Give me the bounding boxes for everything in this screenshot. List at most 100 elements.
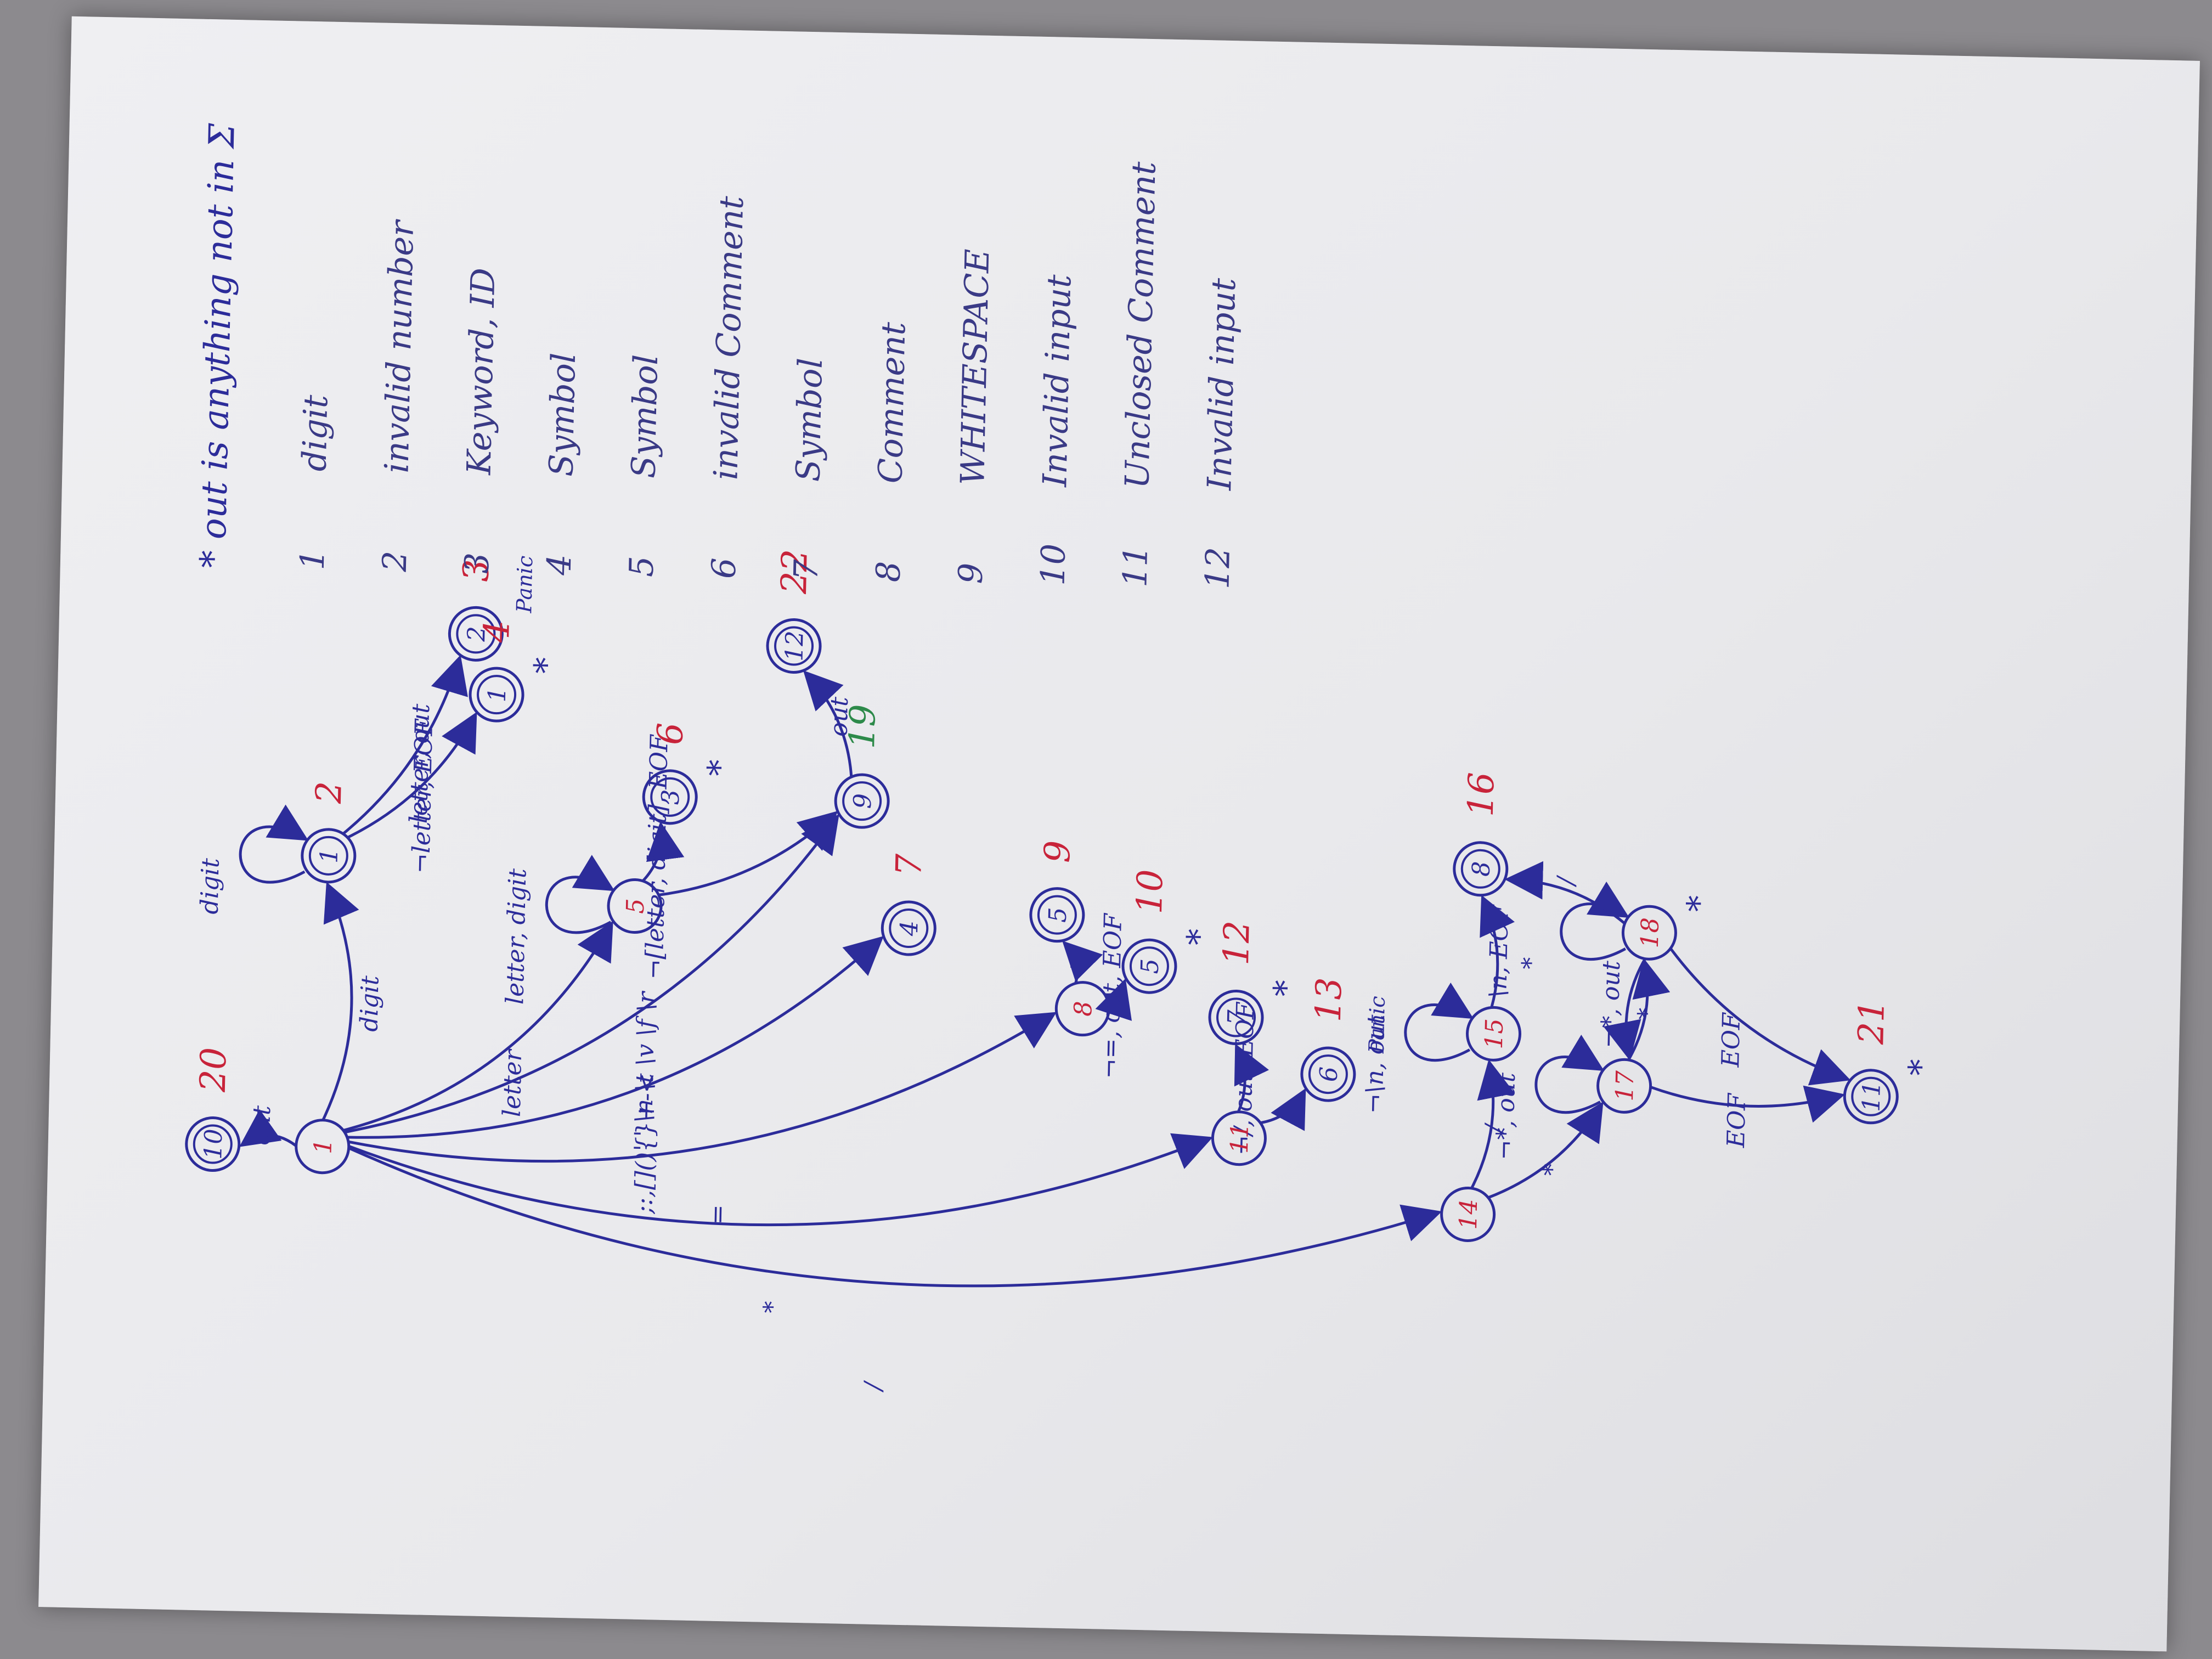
state-s8: 8	[1054, 981, 1110, 1037]
state-label: 2	[462, 626, 491, 642]
transition-label: =	[703, 1204, 732, 1225]
legend-text: Symbol	[624, 354, 665, 478]
transition-s5-s5: letter, digit	[501, 855, 615, 1005]
transition-s17-s21: EOF	[1650, 1085, 1846, 1149]
state-circle	[1300, 1046, 1356, 1102]
legend-number: 6	[705, 557, 744, 579]
state-label: 15	[1480, 1018, 1509, 1049]
state-label: 6	[1315, 1066, 1344, 1082]
state-s5: 5	[607, 878, 663, 934]
state-circle	[1208, 990, 1264, 1046]
state-label: 5	[1044, 907, 1073, 923]
legend-text: Keyword, ID	[460, 268, 503, 476]
accept-ring	[842, 781, 882, 821]
transition-s2-s4: ¬letter, EOF	[347, 712, 477, 874]
legend-text: invalid number	[377, 218, 421, 473]
legend-number: 12	[1198, 547, 1238, 590]
state-circle	[448, 606, 504, 662]
accept-ring	[456, 614, 496, 654]
transition-label: \n, EOF	[1484, 904, 1514, 998]
transition-s2-s3: letter, out	[342, 654, 468, 835]
legend-text: invalid Comment	[707, 195, 751, 481]
accept-ring	[308, 836, 348, 876]
transition-s17-s18: *	[1627, 958, 1671, 1061]
transition-label: out	[247, 1105, 276, 1146]
transition-s1-s5: letter	[343, 921, 613, 1132]
legend-panel: * out is anything not in Σ 1digit2invali…	[193, 123, 1243, 590]
state-label: 17	[1611, 1070, 1639, 1102]
legend-row: 3 Keyword, ID	[458, 268, 503, 574]
state-s10: 5 10 *	[1121, 869, 1219, 994]
transition-label: *	[1517, 957, 1545, 969]
legend-text: Symbol	[542, 352, 583, 477]
retract-star: *	[1267, 980, 1306, 997]
state-number: 6	[650, 722, 691, 745]
state-s2: 12	[301, 781, 357, 884]
state-s4: 14*	[469, 620, 566, 723]
transition-s11-s12: ¬/, out, EOF	[1228, 1001, 1269, 1156]
legend-number: 4	[540, 554, 579, 577]
legend-text: Invalid input	[1200, 277, 1243, 491]
state-label: 5	[622, 898, 650, 914]
transition-label: *	[1633, 1007, 1661, 1020]
state-label: 8	[1468, 861, 1496, 877]
legend-number: 9	[951, 562, 990, 584]
state-number: 10	[1130, 869, 1171, 915]
retract-star: *	[1180, 928, 1219, 945]
state-s11: 11	[1211, 1110, 1267, 1166]
transition-s11-s13: /	[1260, 1088, 1306, 1131]
state-number: 12	[1216, 920, 1258, 966]
transition-s15-s16: \n, EOF	[1480, 895, 1515, 1008]
state-label: 5	[1136, 958, 1165, 974]
state-s18: 18*	[1621, 895, 1719, 961]
legend-text: Invalid input	[1036, 274, 1079, 488]
transition-s19-s22: out	[803, 670, 854, 777]
accept-ring	[1460, 849, 1500, 889]
legend-row: 12 Invalid input	[1198, 277, 1243, 589]
transition-label: ¬letter, EOF	[407, 718, 438, 874]
accept-ring	[650, 777, 690, 817]
accept-ring	[477, 675, 517, 715]
transition-s15-s15: ¬\n, out	[1360, 983, 1474, 1114]
state-circle	[1843, 1069, 1899, 1125]
legend-text: Symbol	[789, 358, 830, 482]
transition-label: EOF	[1717, 1012, 1746, 1068]
transition-label: =	[1059, 950, 1088, 970]
state-number: 2	[309, 781, 350, 804]
state-number: 21	[1851, 1000, 1893, 1046]
state-circle	[469, 667, 524, 723]
legend-text: Unclosed Comment	[1118, 161, 1163, 489]
state-circle	[1054, 981, 1110, 1037]
legend-number: 3	[458, 552, 497, 574]
state-circle	[1453, 841, 1509, 897]
state-label: 8	[1069, 1001, 1098, 1017]
transition-s8-s10: ¬=, out, EOF	[1095, 912, 1132, 1079]
legend-number: 7	[787, 558, 826, 580]
accept-ring	[193, 1124, 233, 1164]
transition-label: ¬=, out, EOF	[1096, 912, 1127, 1079]
transition-label: letter, digit	[501, 868, 532, 1005]
state-label: 10	[199, 1128, 228, 1160]
state-number: 9	[1037, 840, 1079, 863]
state-number: 13	[1308, 977, 1350, 1023]
state-label: 1	[309, 1138, 337, 1154]
transition-label: letter, out	[405, 703, 436, 824]
legend-text: Comment	[871, 321, 913, 483]
accept-ring	[1308, 1054, 1348, 1094]
state-circle	[301, 828, 357, 884]
state-circle	[185, 1116, 241, 1172]
state-label: 18	[1636, 917, 1664, 949]
state-circle	[295, 1119, 351, 1175]
state-s9: 59	[1029, 840, 1085, 943]
retract-star: *	[527, 657, 566, 674]
accept-ring	[1037, 895, 1077, 935]
transition-s1-s8: =	[348, 1012, 1057, 1225]
